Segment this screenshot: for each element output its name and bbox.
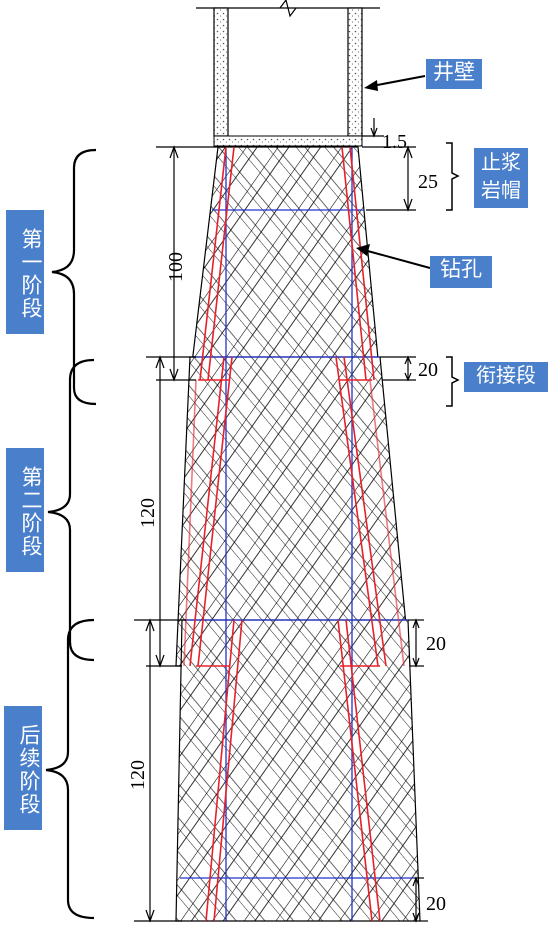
dim-overlap-1: 20: [418, 359, 438, 381]
dim-stage-3: 120: [127, 760, 149, 790]
shaft-wall-label: 井壁: [426, 59, 482, 89]
dimension-labels: 1.5 25 100 20 120 20 120 20: [127, 131, 446, 915]
dim-cap: 25: [418, 171, 438, 193]
stage-follow-label: 后续阶段: [4, 706, 42, 830]
borehole-lines: [183, 146, 405, 922]
leader-arrows: [356, 75, 431, 269]
stage-2-label: 第二阶段: [6, 448, 44, 572]
left-braces: [45, 148, 97, 920]
dim-stage-1: 100: [165, 252, 187, 282]
borehole-label: 钻孔: [430, 256, 492, 288]
dimension-lines-right: [362, 118, 428, 923]
right-brackets: [446, 142, 460, 407]
overlap-section-label: 衔接段: [464, 362, 548, 392]
stage-1-label: 第一阶段: [6, 210, 44, 334]
dim-stage-2: 120: [137, 498, 159, 528]
dim-overlap-2: 20: [426, 633, 446, 655]
shaft-wall: [196, 0, 380, 147]
dim-gap: 1.5: [382, 131, 407, 153]
dimension-lines-left: [134, 145, 226, 923]
grout-cap-label: 止浆 岩帽: [474, 148, 528, 208]
dim-bottom-overlap: 20: [426, 893, 446, 915]
